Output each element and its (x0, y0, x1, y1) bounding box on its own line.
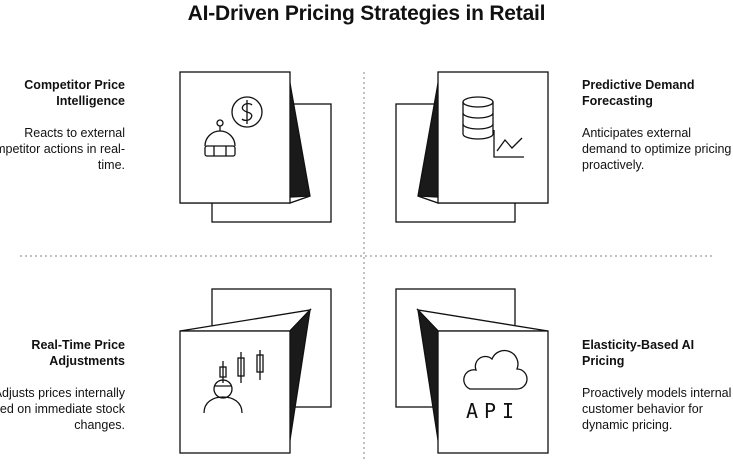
quadrant-heading: Real-Time Price Adjustments (31, 338, 125, 368)
quadrant-elasticity-based-ai-pricing: Elasticity-Based AI Pricing Proactively … (582, 337, 732, 433)
cube-top-right (395, 71, 549, 223)
cube-top-left (179, 71, 332, 223)
robot-dollar-icon (204, 96, 263, 157)
cloud-api-icon: API (463, 349, 528, 423)
cube-bottom-right (395, 288, 549, 454)
quadrant-heading: Competitor Price Intelligence (24, 78, 125, 108)
page-title: AI-Driven Pricing Strategies in Retail (187, 2, 546, 25)
database-chart-icon (462, 96, 524, 158)
cube-bottom-left (179, 288, 332, 454)
quadrant-heading: Predictive Demand Forecasting (582, 78, 695, 108)
person-candlestick-icon (203, 350, 264, 414)
api-icon-label: API (466, 399, 520, 423)
quadrant-description: Reacts to external competitor actions in… (0, 126, 125, 172)
quadrant-description: Adjusts prices internally based on immed… (0, 386, 125, 432)
quadrant-predictive-demand-forecasting: Predictive Demand Forecasting Anticipate… (582, 77, 732, 173)
quadrant-description: Proactively models internal customer beh… (582, 386, 732, 432)
quadrant-description: Anticipates external demand to optimize … (582, 126, 732, 172)
quadrant-heading: Elasticity-Based AI Pricing (582, 338, 695, 368)
quadrant-real-time-price-adjustments: Real-Time Price Adjustments Adjusts pric… (0, 337, 125, 433)
quadrant-competitor-price-intelligence: Competitor Price Intelligence Reacts to … (0, 77, 125, 173)
